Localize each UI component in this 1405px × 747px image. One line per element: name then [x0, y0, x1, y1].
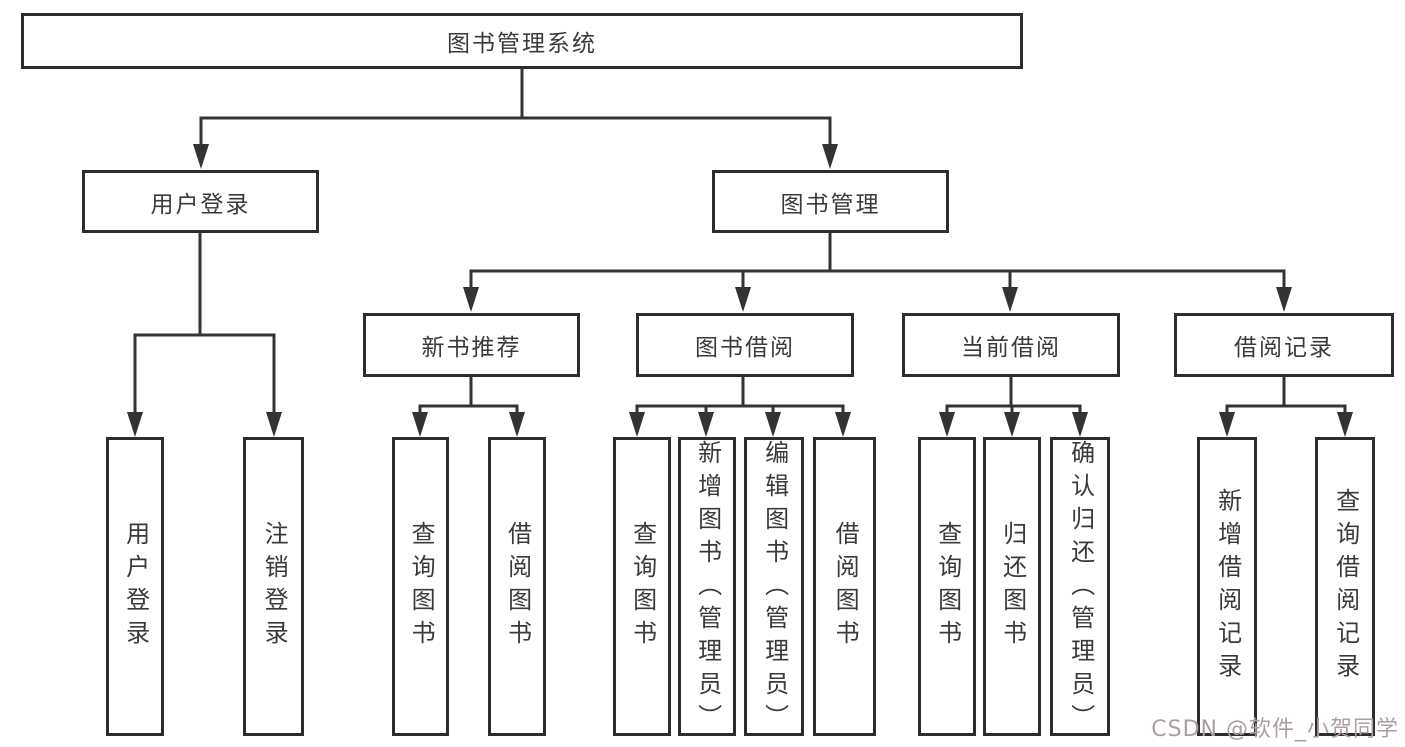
node-user-login: 用户登录 — [82, 170, 319, 233]
leaf-borrow-borrow-books: 借阅图书 — [813, 437, 876, 736]
wire-records-to-leaves — [1225, 377, 1347, 417]
wire-newrec-to-leaves — [418, 377, 519, 417]
wire-borrow-to-leaves — [635, 377, 845, 417]
node-book-management: 图书管理 — [712, 170, 949, 233]
leaf-current-confirm-return-admin: 确认归还（管理员） — [1050, 437, 1110, 737]
leaf-user-login: 用户登录 — [106, 437, 164, 736]
leaf-newrec-query-books: 查询图书 — [392, 437, 449, 736]
leaf-current-query-books: 查询图书 — [918, 437, 976, 736]
wire-bookmgmt-to-level3 — [469, 233, 1286, 292]
leaf-current-return-books: 归还图书 — [983, 437, 1041, 736]
node-new-book-recommend: 新书推荐 — [363, 313, 580, 377]
wire-root-to-level2 — [199, 69, 832, 151]
leaf-newrec-borrow-books: 借阅图书 — [488, 437, 546, 736]
node-book-borrowing: 图书借阅 — [636, 313, 854, 377]
wire-userlogin-to-leaves — [133, 233, 276, 417]
leaf-records-query-record: 查询借阅记录 — [1315, 437, 1375, 736]
node-borrowing-records: 借阅记录 — [1174, 313, 1394, 377]
node-current-borrowing: 当前借阅 — [902, 313, 1120, 377]
csdn-watermark: CSDN @软件_小贺同学 — [1151, 717, 1399, 742]
wire-current-to-leaves — [945, 377, 1082, 417]
leaf-borrow-add-books-admin: 新增图书（管理员） — [678, 437, 736, 737]
leaf-borrow-query-books: 查询图书 — [613, 437, 671, 736]
leaf-borrow-edit-books-admin: 编辑图书（管理员） — [744, 437, 804, 737]
node-root-system: 图书管理系统 — [21, 13, 1023, 69]
leaf-records-add-record: 新增借阅记录 — [1197, 437, 1257, 736]
leaf-logout: 注销登录 — [243, 437, 304, 736]
